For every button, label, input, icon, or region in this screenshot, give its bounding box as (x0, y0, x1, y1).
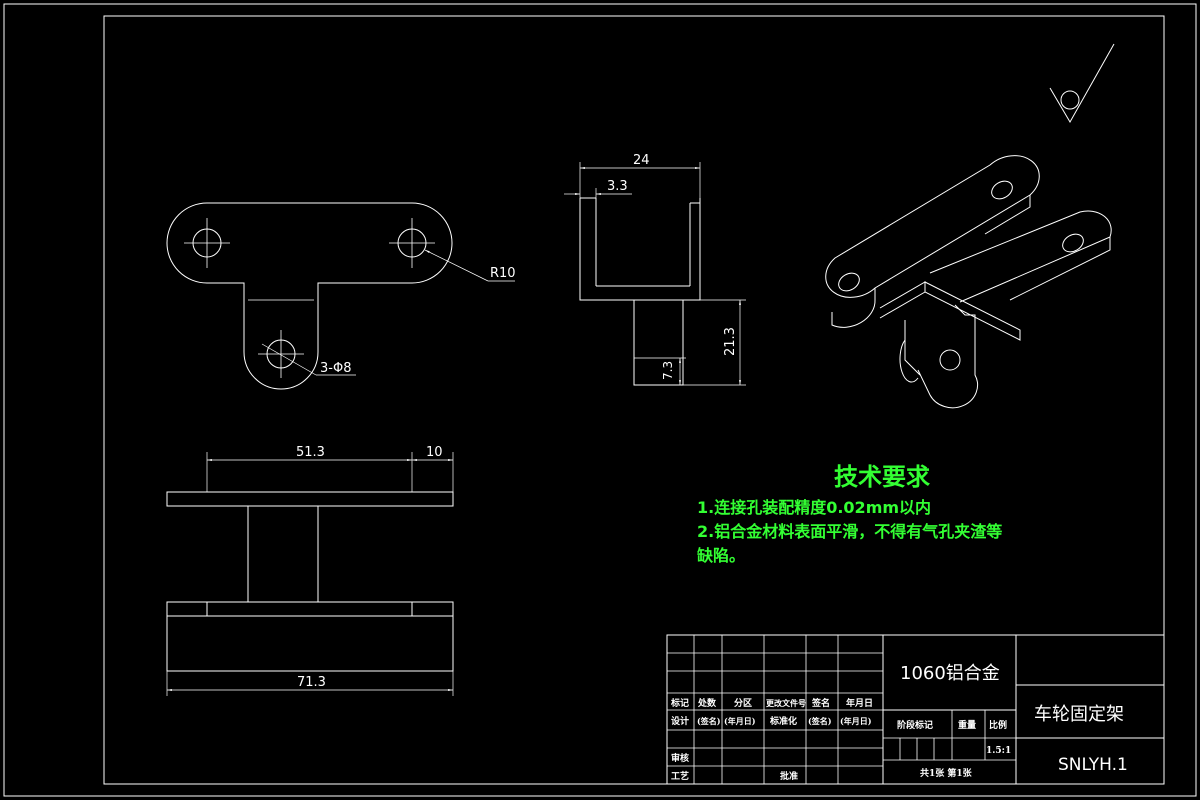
tech-line-2: 2.铝合金材料表面平滑，不得有气孔夹渣等 (697, 522, 1002, 541)
header-docno: 更改文件号 (766, 698, 806, 708)
scale-value: 1.5:1 (986, 746, 1011, 756)
header-sign: 签名 (811, 697, 830, 709)
tech-line-3: 缺陷。 (697, 546, 745, 565)
dim-24: 24 (633, 153, 650, 168)
row-sign-2: (签名) (808, 716, 832, 726)
title-block (666, 634, 1165, 785)
front-view (166, 452, 454, 696)
part-name: 车轮固定架 (1034, 704, 1124, 725)
approve-label: 批准 (780, 770, 798, 782)
dim-7-3: 7.3 (661, 361, 675, 380)
tech-title: 技术要求 (834, 463, 930, 491)
top-view (166, 202, 515, 390)
dim-3-3: 3.3 (607, 179, 628, 194)
dim-r10: R10 (490, 266, 516, 281)
review-label: 审核 (671, 752, 689, 764)
outer-frame (3, 3, 1197, 797)
dim-71-3: 71.3 (297, 675, 326, 690)
header-date: 年月日 (846, 697, 873, 709)
material: 1060铝合金 (900, 663, 1000, 684)
surface-finish-symbol (1049, 43, 1115, 124)
header-mark: 标记 (670, 697, 689, 709)
dim-10: 10 (426, 445, 443, 460)
header-count: 处数 (697, 697, 717, 709)
inner-frame (103, 15, 1165, 785)
tech-line-1: 1.连接孔装配精度0.02mm以内 (697, 498, 931, 517)
drawing-number: SNLYH.1 (1058, 755, 1128, 775)
dim-holes: 3-Φ8 (320, 361, 351, 376)
dim-51-3: 51.3 (296, 445, 325, 460)
process-label: 工艺 (671, 770, 689, 782)
weight-label: 重量 (958, 719, 976, 731)
row-sign-1: (签名) (697, 716, 721, 726)
stage-label: 阶段标记 (897, 719, 933, 731)
row-date-1: (年月日) (724, 716, 756, 726)
row-design: 设计 (671, 715, 689, 727)
row-date-2: (年月日) (840, 716, 872, 726)
scale-label: 比例 (989, 719, 1007, 731)
header-zone: 分区 (734, 697, 752, 709)
side-view (564, 162, 746, 386)
dim-21-3: 21.3 (723, 327, 738, 356)
sheets-label: 共1张 第1张 (920, 767, 973, 779)
row-standard: 标准化 (769, 715, 797, 727)
isometric-view (825, 155, 1112, 409)
